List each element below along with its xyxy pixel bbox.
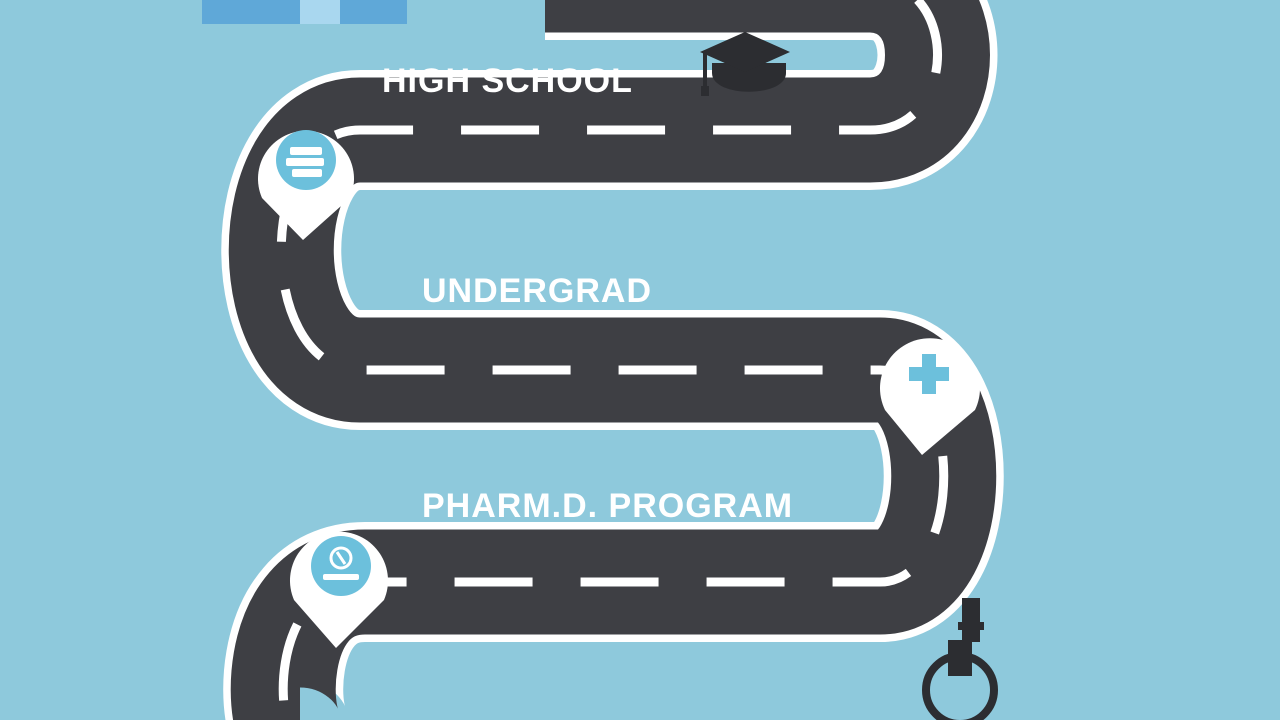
road-surface xyxy=(228,0,997,720)
map-marker-high-school xyxy=(258,130,354,240)
stage-label-undergrad: UNDERGRAD xyxy=(422,272,652,310)
stage-label-high-school: HIGH SCHOOL xyxy=(382,62,633,100)
books-icon xyxy=(286,147,324,177)
book-stack-icon xyxy=(202,0,407,24)
graduation-cap-icon xyxy=(700,32,790,96)
winding-road xyxy=(221,0,1004,720)
medical-cross-icon xyxy=(909,354,949,394)
stage-label-pharmd: PHARM.D. PROGRAM xyxy=(422,487,794,525)
microscope-icon xyxy=(922,598,998,720)
pharmacy-badge-icon xyxy=(311,536,371,596)
map-marker-pharmd xyxy=(290,531,388,648)
map-marker-undergrad xyxy=(880,338,980,455)
